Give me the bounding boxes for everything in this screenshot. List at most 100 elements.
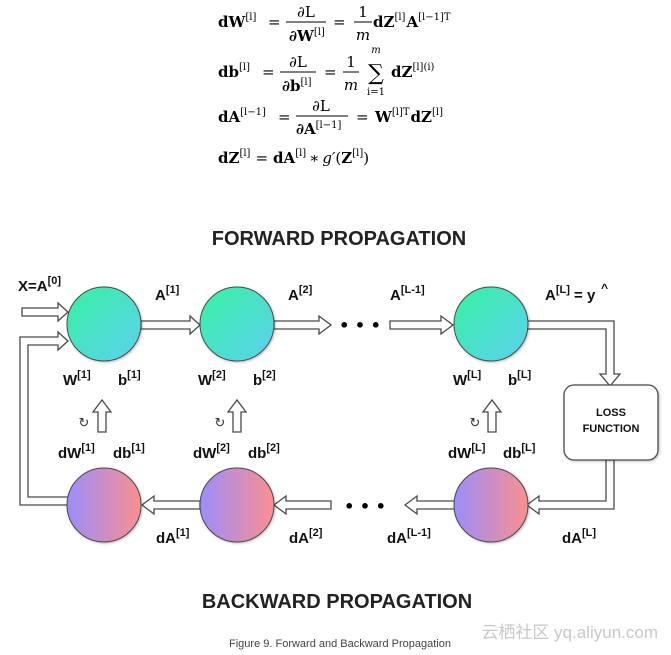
backward-label-L-base: dA <box>562 530 582 547</box>
eq3-rhs-b-sup: [l] <box>432 107 443 118</box>
backward-label-L-1-sup: [L-1] <box>407 527 431 539</box>
activation-label-L-1: A[L-1] <box>390 284 425 304</box>
input-arrow <box>21 301 69 323</box>
eq2-sum-top: m <box>371 45 380 56</box>
forward-node-L <box>453 286 529 362</box>
svg-text:dZ[l](i): dZ[l](i) <box>391 62 435 81</box>
param-w-2-sup: [2] <box>212 369 226 381</box>
svg-text:dZ[l]A[l−1]T: dZ[l]A[l−1]T <box>373 12 451 31</box>
activation-label-2-sup: [2] <box>299 284 313 296</box>
figure-caption: Figure 9. Forward and Backward Propagati… <box>229 638 451 650</box>
update-arrows: ↻ ↻ ↻ <box>79 398 503 433</box>
eq1-lhs: dW <box>218 13 246 31</box>
eq3-frac1-num: ∂L <box>312 97 330 115</box>
backward-label-L-sup: [L] <box>582 527 596 539</box>
grad-dw-L-base: dW <box>448 445 472 462</box>
grad-dw-1: dW[1] <box>58 442 95 462</box>
eq4-g: g′ <box>322 149 336 167</box>
grad-db-2-base: db <box>248 445 266 462</box>
eq4-lhs-sup: [l] <box>239 148 250 159</box>
param-labels: W[1] b[1] W[2] b[2] W[L] b[L] <box>63 369 532 389</box>
eq3-rhs-a-sup: [l]T <box>392 107 410 118</box>
eq3-rhs-b: dZ <box>411 108 432 126</box>
eq1-rhs-b-sup: [l−1]T <box>418 12 451 23</box>
grad-db-2: db[2] <box>248 442 280 462</box>
eq2-frac1-den-sup: [l] <box>301 77 312 88</box>
forward-node-1 <box>66 286 142 362</box>
backward-node-2 <box>199 467 275 543</box>
activation-label-1-sup: [1] <box>166 284 180 296</box>
grad-db-L: db[L] <box>503 442 536 462</box>
forward-nodes <box>66 286 529 362</box>
eq1-frac2-num: 1 <box>358 3 368 21</box>
forward-arrow-1 <box>140 314 201 336</box>
eq2-sum-bottom: i=1 <box>367 87 385 98</box>
eq1-equals-2: = <box>333 13 346 31</box>
activation-label-L-1-base: A <box>390 287 401 304</box>
input-label: X=A[0] <box>18 275 61 295</box>
backward-ellipsis: • • • <box>344 497 386 516</box>
equations-block: dW[l] = ∂L ∂W[l] = 1 m dZ[l]A[l−1]T db[l… <box>218 3 451 167</box>
eq1-rhs-b: A <box>405 13 418 31</box>
backward-label-2: dA[2] <box>289 527 323 547</box>
activation-label-1: A[1] <box>155 284 180 304</box>
refresh-icon: ↻ <box>215 416 226 431</box>
feedback-loop-arrow <box>19 330 69 506</box>
backward-label-L-1-base: dA <box>387 530 407 547</box>
eq1-frac1-den-sup: [l] <box>314 27 325 38</box>
update-arrow-1 <box>91 398 113 433</box>
param-w-1-sup: [1] <box>77 369 91 381</box>
grad-dw-L: dW[L] <box>448 442 486 462</box>
eq4-rhs: dA <box>273 149 295 167</box>
eq1-frac2-den: m <box>356 26 370 44</box>
loss-box-line2: FUNCTION <box>583 423 640 435</box>
eq2-equals: = <box>262 63 275 81</box>
loss-box-frame <box>563 384 659 461</box>
eq2-lhs: db <box>218 63 239 81</box>
grad-dw-2-sup: [2] <box>216 442 230 454</box>
forward-arrow-3 <box>389 314 455 336</box>
eq2-frac2-num: 1 <box>346 53 356 71</box>
eq3-lhs-sup: [l−1] <box>240 107 266 118</box>
param-w-L: W[L] <box>453 369 482 389</box>
eq2-rhs-a: dZ <box>391 63 412 81</box>
eq3-frac1-den: ∂A <box>296 120 316 138</box>
backward-label-2-sup: [2] <box>309 527 323 539</box>
output-label-eq: = <box>570 287 587 304</box>
loss-box-line1: LOSS <box>596 407 626 419</box>
backward-arrow-2 <box>272 494 332 516</box>
backward-label-1: dA[1] <box>156 527 190 547</box>
grad-db-1: db[1] <box>113 442 145 462</box>
backward-propagation-title: BACKWARD PROPAGATION <box>202 591 472 613</box>
eq4-z: Z <box>341 149 352 167</box>
equation-dw: dW[l] = ∂L ∂W[l] = 1 m dZ[l]A[l−1]T <box>218 3 451 45</box>
svg-text:db[l]: db[l] <box>218 62 250 81</box>
eq4-lhs: dZ <box>218 149 239 167</box>
param-b-1-sup: [1] <box>127 369 141 381</box>
refresh-icon: ↻ <box>470 416 481 431</box>
backward-label-L-1: dA[L-1] <box>387 527 431 547</box>
gradient-labels: dW[1] db[1] dW[2] db[2] dW[L] db[L] <box>58 442 536 462</box>
forward-propagation-title: FORWARD PROPAGATION <box>212 228 466 250</box>
activation-label-1-base: A <box>155 287 166 304</box>
grad-dw-1-sup: [1] <box>81 442 95 454</box>
param-b-1-base: b <box>118 372 127 389</box>
param-w-1: W[1] <box>63 369 91 389</box>
param-b-L: b[L] <box>508 369 532 389</box>
eq1-frac1-num: ∂L <box>297 3 315 21</box>
svg-text:∂A[l−1]: ∂A[l−1] <box>296 120 341 138</box>
output-to-loss-arrow <box>526 320 622 388</box>
activation-label-L-1-sup: [L-1] <box>401 284 425 296</box>
param-b-2: b[2] <box>253 369 276 389</box>
grad-db-2-sup: [2] <box>266 442 280 454</box>
param-w-2: W[2] <box>198 369 226 389</box>
eq1-rhs-a: dZ <box>373 13 394 31</box>
svg-text:∂b[l]: ∂b[l] <box>282 77 312 95</box>
eq2-rhs-a-sup: [l](i) <box>412 62 434 73</box>
eq3-frac1-den-sup: [l−1] <box>316 120 342 131</box>
grad-dw-1-base: dW <box>58 445 82 462</box>
update-arrow-3 <box>481 398 503 433</box>
param-b-1: b[1] <box>118 369 141 389</box>
grad-db-L-sup: [L] <box>521 442 535 454</box>
